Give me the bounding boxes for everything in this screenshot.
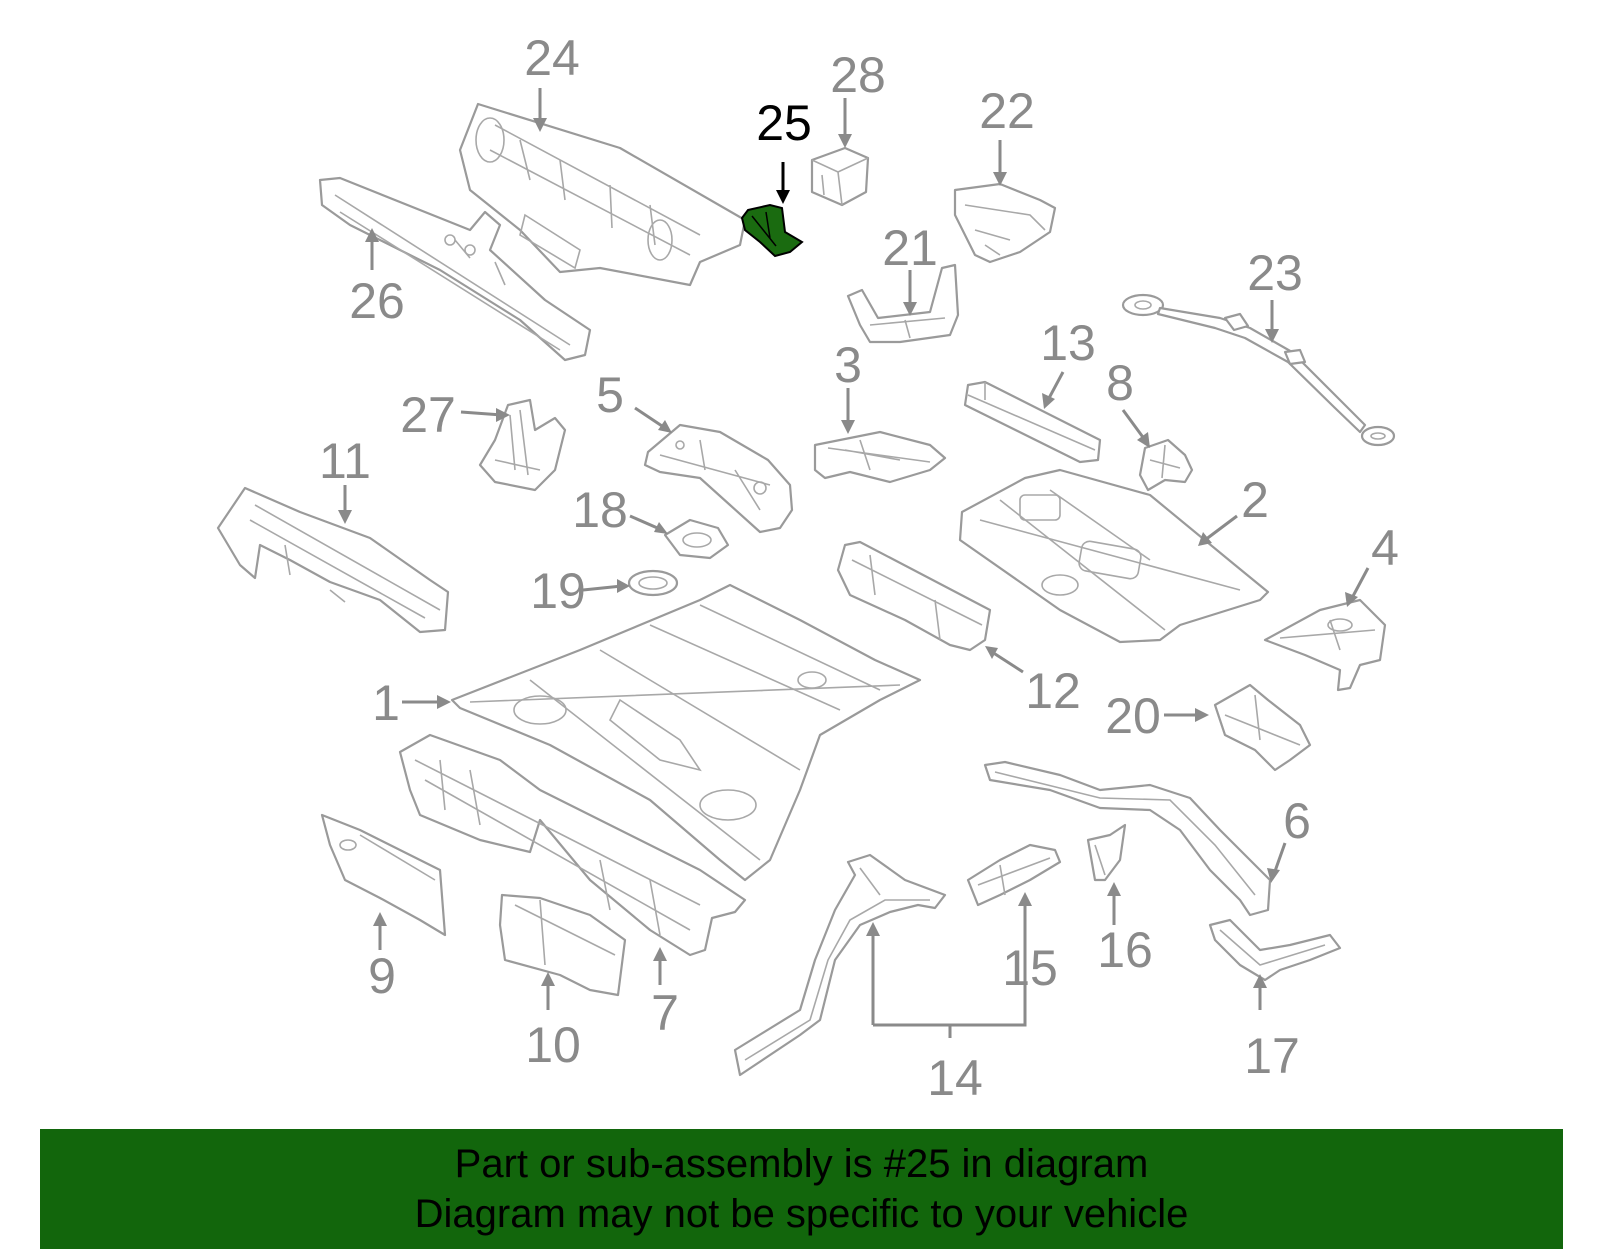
part-17-shape[interactable] bbox=[1208, 918, 1342, 982]
part-3-shape[interactable] bbox=[813, 430, 947, 484]
part-22-shape[interactable] bbox=[953, 182, 1057, 264]
label-1[interactable]: 1 bbox=[372, 675, 400, 731]
label-2[interactable]: 2 bbox=[1241, 472, 1269, 528]
label-21[interactable]: 21 bbox=[882, 220, 938, 276]
part-5-shape[interactable] bbox=[643, 423, 794, 534]
label-9[interactable]: 9 bbox=[368, 948, 396, 1004]
part-10-shape[interactable] bbox=[498, 893, 627, 997]
part-27-shape[interactable] bbox=[478, 398, 567, 492]
label-16[interactable]: 16 bbox=[1097, 922, 1153, 978]
part-24-shape[interactable] bbox=[458, 102, 747, 287]
part-7-shape[interactable] bbox=[398, 733, 747, 957]
part-1-shape[interactable] bbox=[450, 583, 922, 882]
label-3[interactable]: 3 bbox=[834, 337, 862, 393]
part-6-shape[interactable] bbox=[983, 760, 1272, 917]
part-18-shape[interactable] bbox=[663, 518, 730, 560]
part-23-shape[interactable] bbox=[1121, 293, 1396, 447]
part-14-shape[interactable] bbox=[733, 853, 947, 1077]
part-12-shape[interactable] bbox=[836, 540, 992, 652]
part-19-shape[interactable] bbox=[627, 569, 679, 597]
part-9-shape[interactable] bbox=[320, 813, 447, 937]
label-6[interactable]: 6 bbox=[1283, 793, 1311, 849]
label-19[interactable]: 19 bbox=[530, 563, 586, 619]
label-12[interactable]: 12 bbox=[1025, 663, 1081, 719]
label-11[interactable]: 11 bbox=[319, 433, 371, 489]
label-5[interactable]: 5 bbox=[596, 367, 624, 423]
label-14[interactable]: 14 bbox=[927, 1050, 983, 1106]
label-13[interactable]: 13 bbox=[1040, 315, 1096, 371]
part-16-shape[interactable] bbox=[1086, 823, 1127, 882]
label-7[interactable]: 7 bbox=[651, 985, 679, 1041]
label-20[interactable]: 20 bbox=[1105, 688, 1161, 744]
part-15-shape[interactable] bbox=[966, 843, 1062, 907]
label-4[interactable]: 4 bbox=[1371, 520, 1399, 576]
info-banner: Part or sub-assembly is #25 in diagram D… bbox=[40, 1129, 1563, 1249]
label-10[interactable]: 10 bbox=[525, 1017, 581, 1073]
part-25-shape[interactable] bbox=[740, 203, 804, 258]
label-25[interactable]: 25 bbox=[756, 95, 812, 151]
banner-line-disclaimer: Diagram may not be specific to your vehi… bbox=[414, 1192, 1189, 1236]
label-24[interactable]: 24 bbox=[524, 30, 580, 86]
part-21-shape[interactable] bbox=[846, 263, 960, 344]
label-8[interactable]: 8 bbox=[1106, 355, 1134, 411]
label-17[interactable]: 17 bbox=[1244, 1028, 1300, 1084]
part-2-shape[interactable] bbox=[958, 468, 1270, 644]
label-27[interactable]: 27 bbox=[400, 387, 456, 443]
part-8-shape[interactable] bbox=[1138, 438, 1194, 492]
label-23[interactable]: 23 bbox=[1247, 245, 1303, 301]
label-26[interactable]: 26 bbox=[349, 273, 405, 329]
part-13-shape[interactable] bbox=[963, 380, 1102, 464]
part-26-shape[interactable] bbox=[318, 176, 592, 362]
part-20-shape[interactable] bbox=[1213, 683, 1312, 772]
banner-line-part: Part or sub-assembly is #25 in diagram bbox=[454, 1142, 1149, 1186]
label-28[interactable]: 28 bbox=[830, 47, 886, 103]
part-4-shape[interactable] bbox=[1263, 598, 1387, 692]
label-18[interactable]: 18 bbox=[572, 482, 628, 538]
part-28-shape[interactable] bbox=[810, 146, 870, 207]
leader-lines bbox=[338, 88, 1370, 1038]
part-11-shape[interactable] bbox=[216, 486, 450, 634]
part-labels: 24 25 28 22 21 26 23 13 8 3 5 27 11 18 1… bbox=[319, 30, 1399, 1106]
label-15[interactable]: 15 bbox=[1002, 940, 1058, 996]
label-22[interactable]: 22 bbox=[979, 83, 1035, 139]
